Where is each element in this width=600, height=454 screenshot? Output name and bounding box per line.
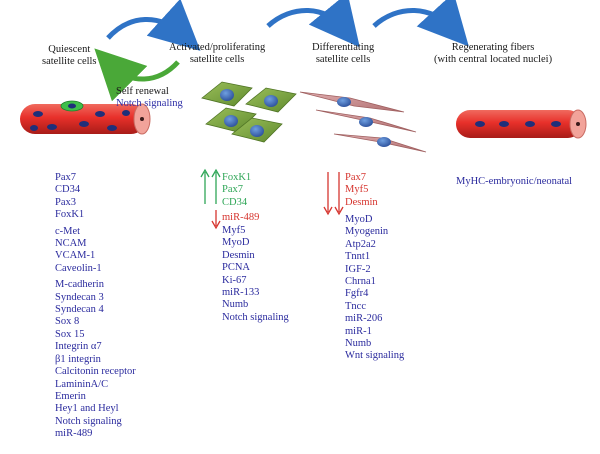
list-item: Pax7 xyxy=(55,172,76,183)
list-item: Syndecan 4 xyxy=(55,304,104,316)
activated-to-differentiating-arrow xyxy=(266,0,360,48)
list-item: Ki-67 xyxy=(222,274,247,286)
list-item: Atp2a2 xyxy=(345,238,376,250)
self-renewal-label: Self renewal Notch signaling xyxy=(116,86,183,110)
quiescent-marker-list: Pax7 CD34 Pax3 FoxK1 c-Met NCAM VCAM-1 C… xyxy=(55,172,136,441)
list-item: MyoD xyxy=(222,237,250,249)
list-item: Myogenin xyxy=(345,226,389,238)
stage-activated-label: Activated/proliferating satellite cells xyxy=(169,42,265,66)
list-item: FoxK1 xyxy=(55,209,85,221)
list-item: M-cadherin xyxy=(55,279,104,291)
list-item: Chrna1 xyxy=(345,276,376,288)
list-item: LamininA/C xyxy=(55,378,109,390)
list-item: Calcitonin receptor xyxy=(55,366,136,378)
activated-down-arrow xyxy=(211,210,221,230)
stage-quiescent-label: Quiescent satellite cells xyxy=(42,44,97,68)
stage-regenerating-label: Regenerating fibers (with central locate… xyxy=(434,42,552,66)
activated-down-list: miR-489 xyxy=(222,212,259,224)
self-renewal-text: Self renewal xyxy=(116,86,169,97)
list-item: β1 integrin xyxy=(55,353,101,365)
list-item: CD34 xyxy=(55,184,81,196)
list-item: VCAM-1 xyxy=(55,250,96,262)
list-item: PCNA xyxy=(222,262,251,274)
list-item: Integrin α7 xyxy=(55,341,102,353)
satellite-cell xyxy=(60,100,84,112)
list-item: Hey1 and Heyl xyxy=(55,403,119,415)
list-item: Numb xyxy=(345,338,372,350)
list-item: FoxK1 xyxy=(222,172,252,183)
list-item: IGF-2 xyxy=(345,263,371,275)
differentiating-to-regenerating-arrow xyxy=(372,0,469,47)
stage-differentiating-text: Differentiating satellite cells xyxy=(312,42,375,65)
activated-up-list: FoxK1 Pax7 CD34 xyxy=(222,172,251,209)
stage-quiescent-text: Quiescent satellite cells xyxy=(42,44,97,67)
list-item: Pax3 xyxy=(55,196,76,208)
activated-marker-list: Myf5 MyoD Desmin PCNA Ki-67 miR-133 Numb… xyxy=(222,225,289,324)
list-item: Myf5 xyxy=(222,225,246,236)
quiescent-to-activated-arrow xyxy=(106,0,201,51)
differentiating-marker-list: MyoD Myogenin Atp2a2 Tnnt1 IGF-2 Chrna1 … xyxy=(345,214,404,363)
list-item: Fgfr4 xyxy=(345,288,369,300)
list-item: Notch signaling xyxy=(55,415,122,427)
stage-regenerating-text: Regenerating fibers (with central locate… xyxy=(434,42,553,65)
list-item: Sox 8 xyxy=(55,316,80,328)
activated-cells xyxy=(201,81,297,143)
list-item: miR-1 xyxy=(345,325,372,337)
up-regulation-arrows xyxy=(200,168,221,204)
list-item: Wnt signaling xyxy=(345,350,405,362)
list-item: miR-489 xyxy=(222,212,260,223)
differentiating-cells xyxy=(299,91,427,153)
regenerating-muscle-fiber xyxy=(456,109,587,139)
list-item: Numb xyxy=(222,299,249,311)
stage-differentiating-label: Differentiating satellite cells xyxy=(312,42,374,66)
list-item: Desmin xyxy=(222,249,255,261)
list-item: Tnnt1 xyxy=(345,251,371,263)
differentiating-down-arrows xyxy=(323,172,344,216)
list-item: Notch signaling xyxy=(222,311,289,323)
regenerating-marker: MyHC-embryonic/neonatal xyxy=(456,176,573,187)
stage-activated-text: Activated/proliferating satellite cells xyxy=(169,42,266,65)
list-item: Syndecan 3 xyxy=(55,291,104,303)
list-item: Emerin xyxy=(55,390,86,402)
self-renewal-arrow xyxy=(94,48,180,102)
list-item: CD34 xyxy=(222,196,248,208)
list-item: miR-489 xyxy=(55,428,93,440)
list-item: Myf5 xyxy=(345,184,369,196)
list-item: Pax7 xyxy=(222,184,243,196)
list-item: Caveolin-1 xyxy=(55,262,102,274)
list-item: miR-206 xyxy=(345,313,383,325)
list-item: MyoD xyxy=(345,214,373,225)
list-item: Sox 15 xyxy=(55,328,85,340)
notch-signaling-text: Notch signaling xyxy=(116,98,183,109)
quiescent-muscle-fiber xyxy=(20,103,151,135)
list-item: Tncc xyxy=(345,300,366,312)
differentiating-down-list: Pax7 Myf5 Desmin xyxy=(345,172,378,209)
list-item: NCAM xyxy=(55,238,87,250)
list-item: Desmin xyxy=(345,196,378,208)
list-item: miR-133 xyxy=(222,287,260,299)
list-item: Pax7 xyxy=(345,172,366,183)
list-item: c-Met xyxy=(55,225,81,237)
